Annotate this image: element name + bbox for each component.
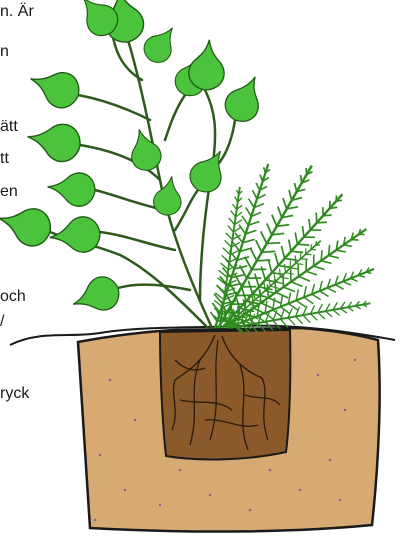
text-fragment-4: tt (0, 149, 9, 169)
text-fragment-1: n. Är (0, 2, 34, 22)
text-fragment-6: och (0, 287, 26, 307)
text-fragment-2: n (0, 42, 9, 62)
leafy-plant-icon (0, 0, 270, 328)
text-fragment-3: ätt (0, 117, 18, 137)
text-fragment-7: / (0, 312, 4, 332)
root-ball-icon (160, 330, 290, 459)
text-fragment-5: en (0, 182, 18, 202)
fern-plant-icon (204, 159, 378, 337)
text-fragment-8: ryck (0, 384, 29, 404)
